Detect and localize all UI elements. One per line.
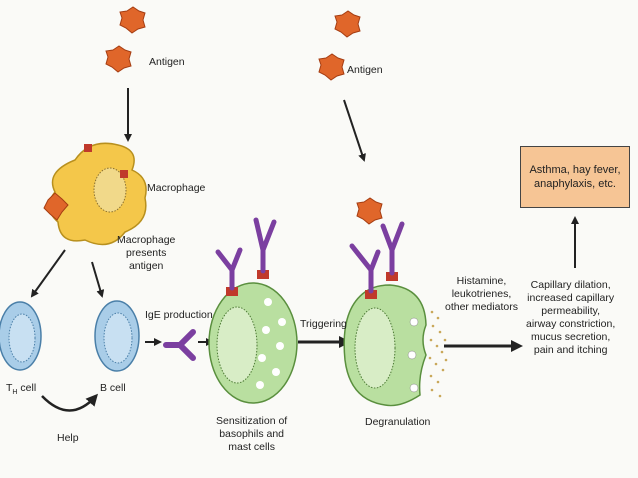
ige-production-label: IgE production xyxy=(145,309,213,321)
antigen-right-top xyxy=(334,10,361,38)
b-cell-label: B cell xyxy=(100,382,126,394)
antigen-left-top xyxy=(119,6,146,34)
antigen-left-bottom xyxy=(105,45,132,73)
antigen-right-bottom xyxy=(318,53,345,81)
arrow-macrophage-to-b-cell xyxy=(91,261,105,298)
ige-antibody xyxy=(163,329,196,361)
macrophage-presents-label: Macrophage presents antigen xyxy=(117,234,176,272)
sensitized-mast-cell xyxy=(208,217,298,404)
help-arrow xyxy=(41,393,99,412)
th-cell-label: TH cell xyxy=(6,382,37,397)
macrophage-cell xyxy=(43,142,147,246)
th-cell xyxy=(0,301,42,371)
triggering-label: Triggering xyxy=(300,318,347,330)
outcome-box: Asthma, hay fever, anaphylaxis, etc. xyxy=(520,146,630,208)
b-cell xyxy=(94,300,140,372)
effects-label: Capillary dilation, increased capillary … xyxy=(526,279,616,356)
antigen-right-label: Antigen xyxy=(347,64,383,76)
antigen-left-label: Antigen xyxy=(149,56,185,68)
macrophage-label: Macrophage xyxy=(147,182,206,194)
arrow-antigen-to-degranulating-cell xyxy=(343,99,366,162)
degranulation-label: Degranulation xyxy=(365,416,431,428)
degranulating-mast-cell xyxy=(343,197,448,407)
outcome-label: Asthma, hay fever, anaphylaxis, etc. xyxy=(529,164,621,190)
mediators-label: Histamine, leukotrienes, other mediators xyxy=(445,275,518,313)
sensitization-label: Sensitization of basophils and mast cell… xyxy=(216,415,288,453)
arrow-macrophage-to-t-cell xyxy=(30,249,66,298)
help-label: Help xyxy=(57,432,79,444)
